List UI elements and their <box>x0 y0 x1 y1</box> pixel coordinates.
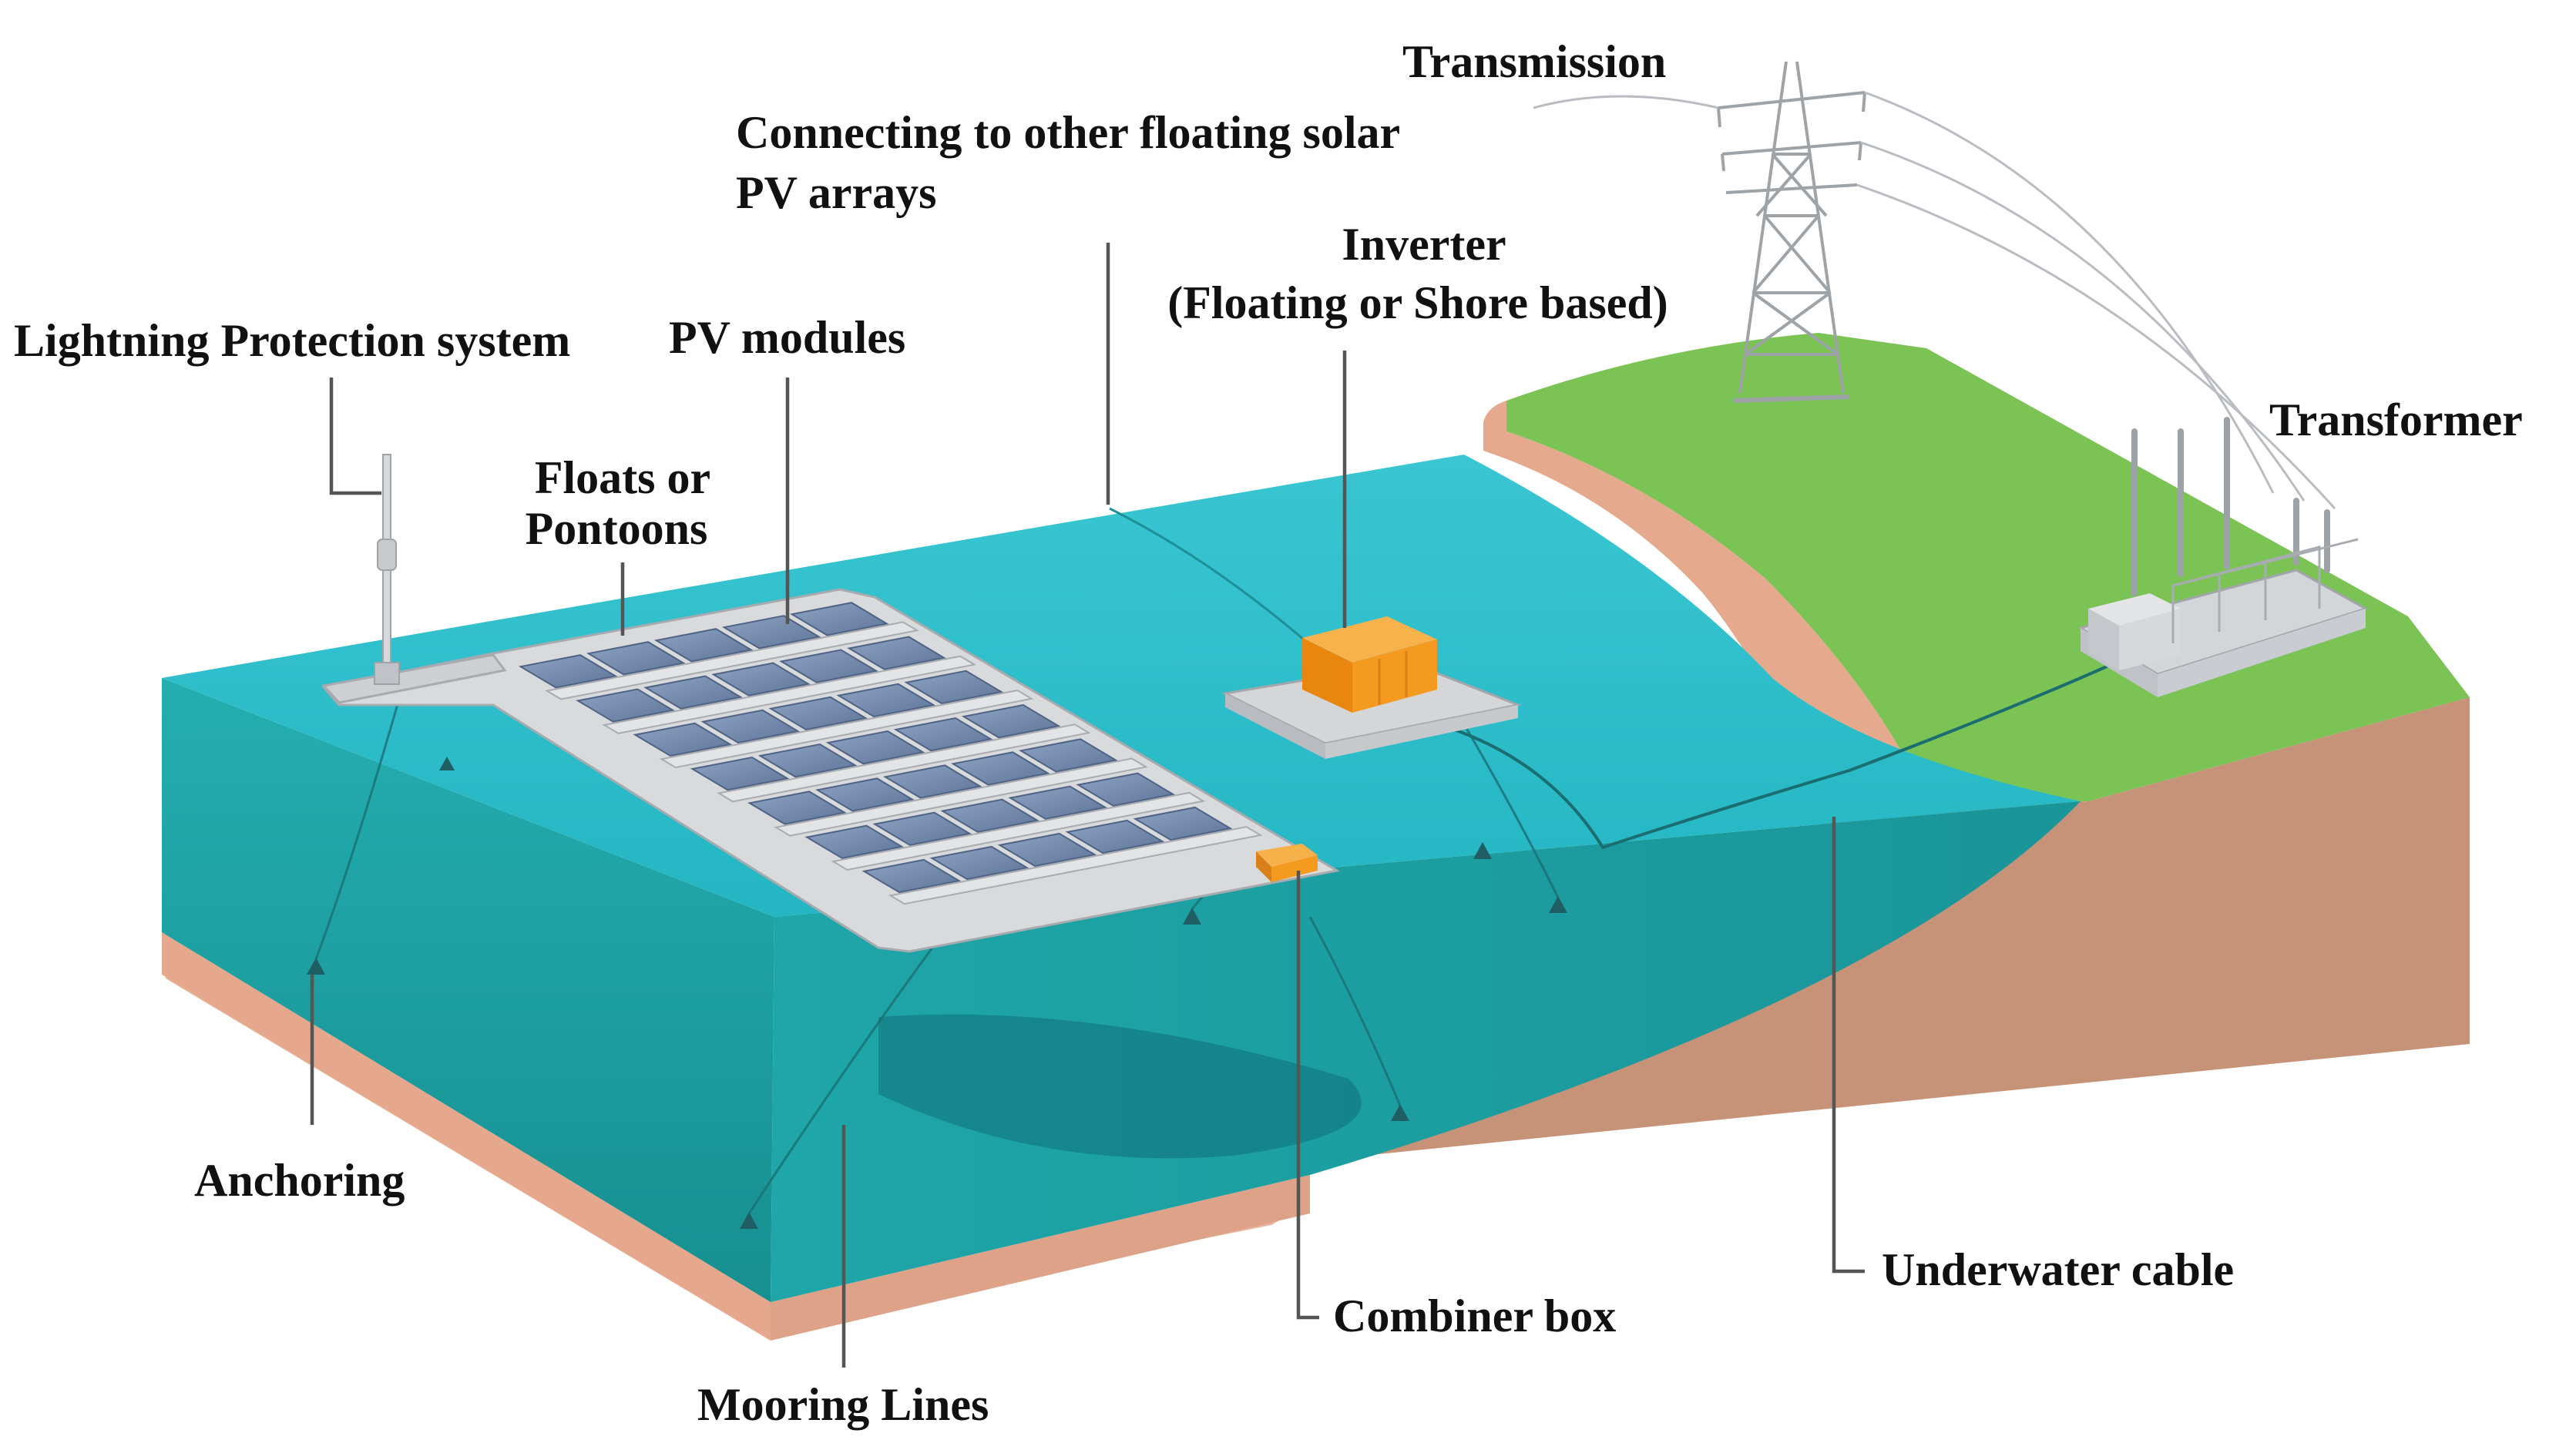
pv-panel <box>893 717 993 752</box>
label-transformer: Transformer <box>2269 394 2523 445</box>
pontoon-row <box>774 757 1148 837</box>
pv-panel <box>1076 772 1175 807</box>
water-right-face <box>771 801 2081 1302</box>
inverter-platform <box>1221 616 1523 759</box>
pv-panel <box>633 722 733 757</box>
pv-panel <box>951 751 1050 786</box>
pv-panels <box>518 602 1233 894</box>
anchors <box>307 757 1567 1229</box>
pv-panel <box>1008 785 1107 820</box>
pv-panel <box>1065 819 1165 854</box>
anchor-4 <box>1183 908 1201 925</box>
label-inverter-line2: (Floating or Shore based) <box>1167 277 1668 328</box>
power-lines <box>1533 91 2336 510</box>
label-lightning: Lightning Protection system <box>14 315 570 366</box>
underwater-cable <box>1409 649 2143 850</box>
anchor-6 <box>1473 842 1492 859</box>
anchor-5 <box>1549 896 1567 913</box>
pv-panel <box>825 730 925 765</box>
label-anchoring: Anchoring <box>194 1155 405 1206</box>
pv-panel <box>861 858 962 894</box>
pv-array <box>321 588 1341 953</box>
pontoon-row <box>831 791 1206 871</box>
grass-area <box>1506 333 2470 809</box>
lakebed-front <box>162 932 771 1341</box>
pv-panel <box>904 670 1004 705</box>
pv-panel <box>789 602 889 636</box>
anchor-3 <box>1391 1104 1409 1121</box>
label-mooring-lines: Mooring Lines <box>697 1379 989 1430</box>
pontoon-rows <box>545 621 1263 905</box>
combiner-box-unit <box>1256 844 1318 882</box>
pv-panel <box>1133 806 1233 841</box>
transmission-tower <box>1717 61 1866 403</box>
pv-panel <box>836 683 936 718</box>
pv-panel <box>872 811 972 846</box>
pv-panel <box>576 688 675 723</box>
label-connecting-line1: Connecting to other floating solar <box>736 107 1400 158</box>
pv-panel <box>653 628 754 663</box>
label-pv-modules: PV modules <box>669 312 905 363</box>
pv-panel <box>747 790 847 825</box>
leader-lines <box>310 243 1865 1368</box>
leader-combiner <box>1296 871 1319 1320</box>
pv-panel <box>700 709 801 744</box>
label-inverter-line1: Inverter <box>1342 219 1506 270</box>
substation-frame <box>2171 538 2359 643</box>
pv-panel <box>518 654 618 689</box>
anchor-7 <box>439 757 455 770</box>
walkway <box>321 653 507 704</box>
pv-panel <box>690 757 790 791</box>
inverter-box <box>1302 616 1437 713</box>
water-front-face <box>162 678 774 1302</box>
pv-panel <box>804 824 904 859</box>
pontoon-row <box>659 689 1034 769</box>
pv-panel <box>757 743 858 778</box>
pv-panel <box>929 845 1029 881</box>
pv-panel <box>643 675 743 710</box>
anchor-1 <box>307 958 325 975</box>
pv-panel <box>586 641 686 676</box>
pv-panel <box>1019 738 1118 773</box>
anchor-2 <box>740 1212 758 1229</box>
label-combiner-box: Combiner box <box>1333 1291 1616 1341</box>
labels: Transmission Connecting to other floatin… <box>14 36 2523 1430</box>
label-floats-line1: Floats or <box>535 452 710 503</box>
pv-panel <box>768 696 868 731</box>
pv-panel <box>940 798 1039 833</box>
leader-lightning <box>329 378 381 495</box>
label-underwater-cable: Underwater cable <box>1882 1244 2234 1295</box>
pv-panel <box>847 636 946 670</box>
pv-panel <box>711 662 811 696</box>
label-floats-line2: Pontoons <box>526 503 708 554</box>
label-connecting-line2: PV arrays <box>736 167 937 218</box>
array-shadow <box>878 1014 1362 1159</box>
pv-panel <box>721 615 821 649</box>
water-surface <box>162 455 2081 917</box>
pv-panel <box>997 832 1097 868</box>
substation <box>2077 417 2369 697</box>
lakebed-right <box>771 1175 1310 1341</box>
pv-panel <box>961 704 1061 739</box>
pv-panel <box>815 777 915 812</box>
label-transmission: Transmission <box>1402 36 1666 87</box>
pv-panel <box>883 764 982 799</box>
pontoon-row <box>888 826 1263 905</box>
leader-underwater <box>1832 817 1865 1274</box>
transformer-unit <box>2088 593 2181 670</box>
pontoon-row <box>602 655 977 734</box>
lightning-rod <box>374 454 400 685</box>
water-body <box>162 455 2081 1341</box>
pontoon-row <box>716 723 1091 803</box>
pontoon-row <box>545 621 919 700</box>
pv-panel <box>779 649 878 683</box>
